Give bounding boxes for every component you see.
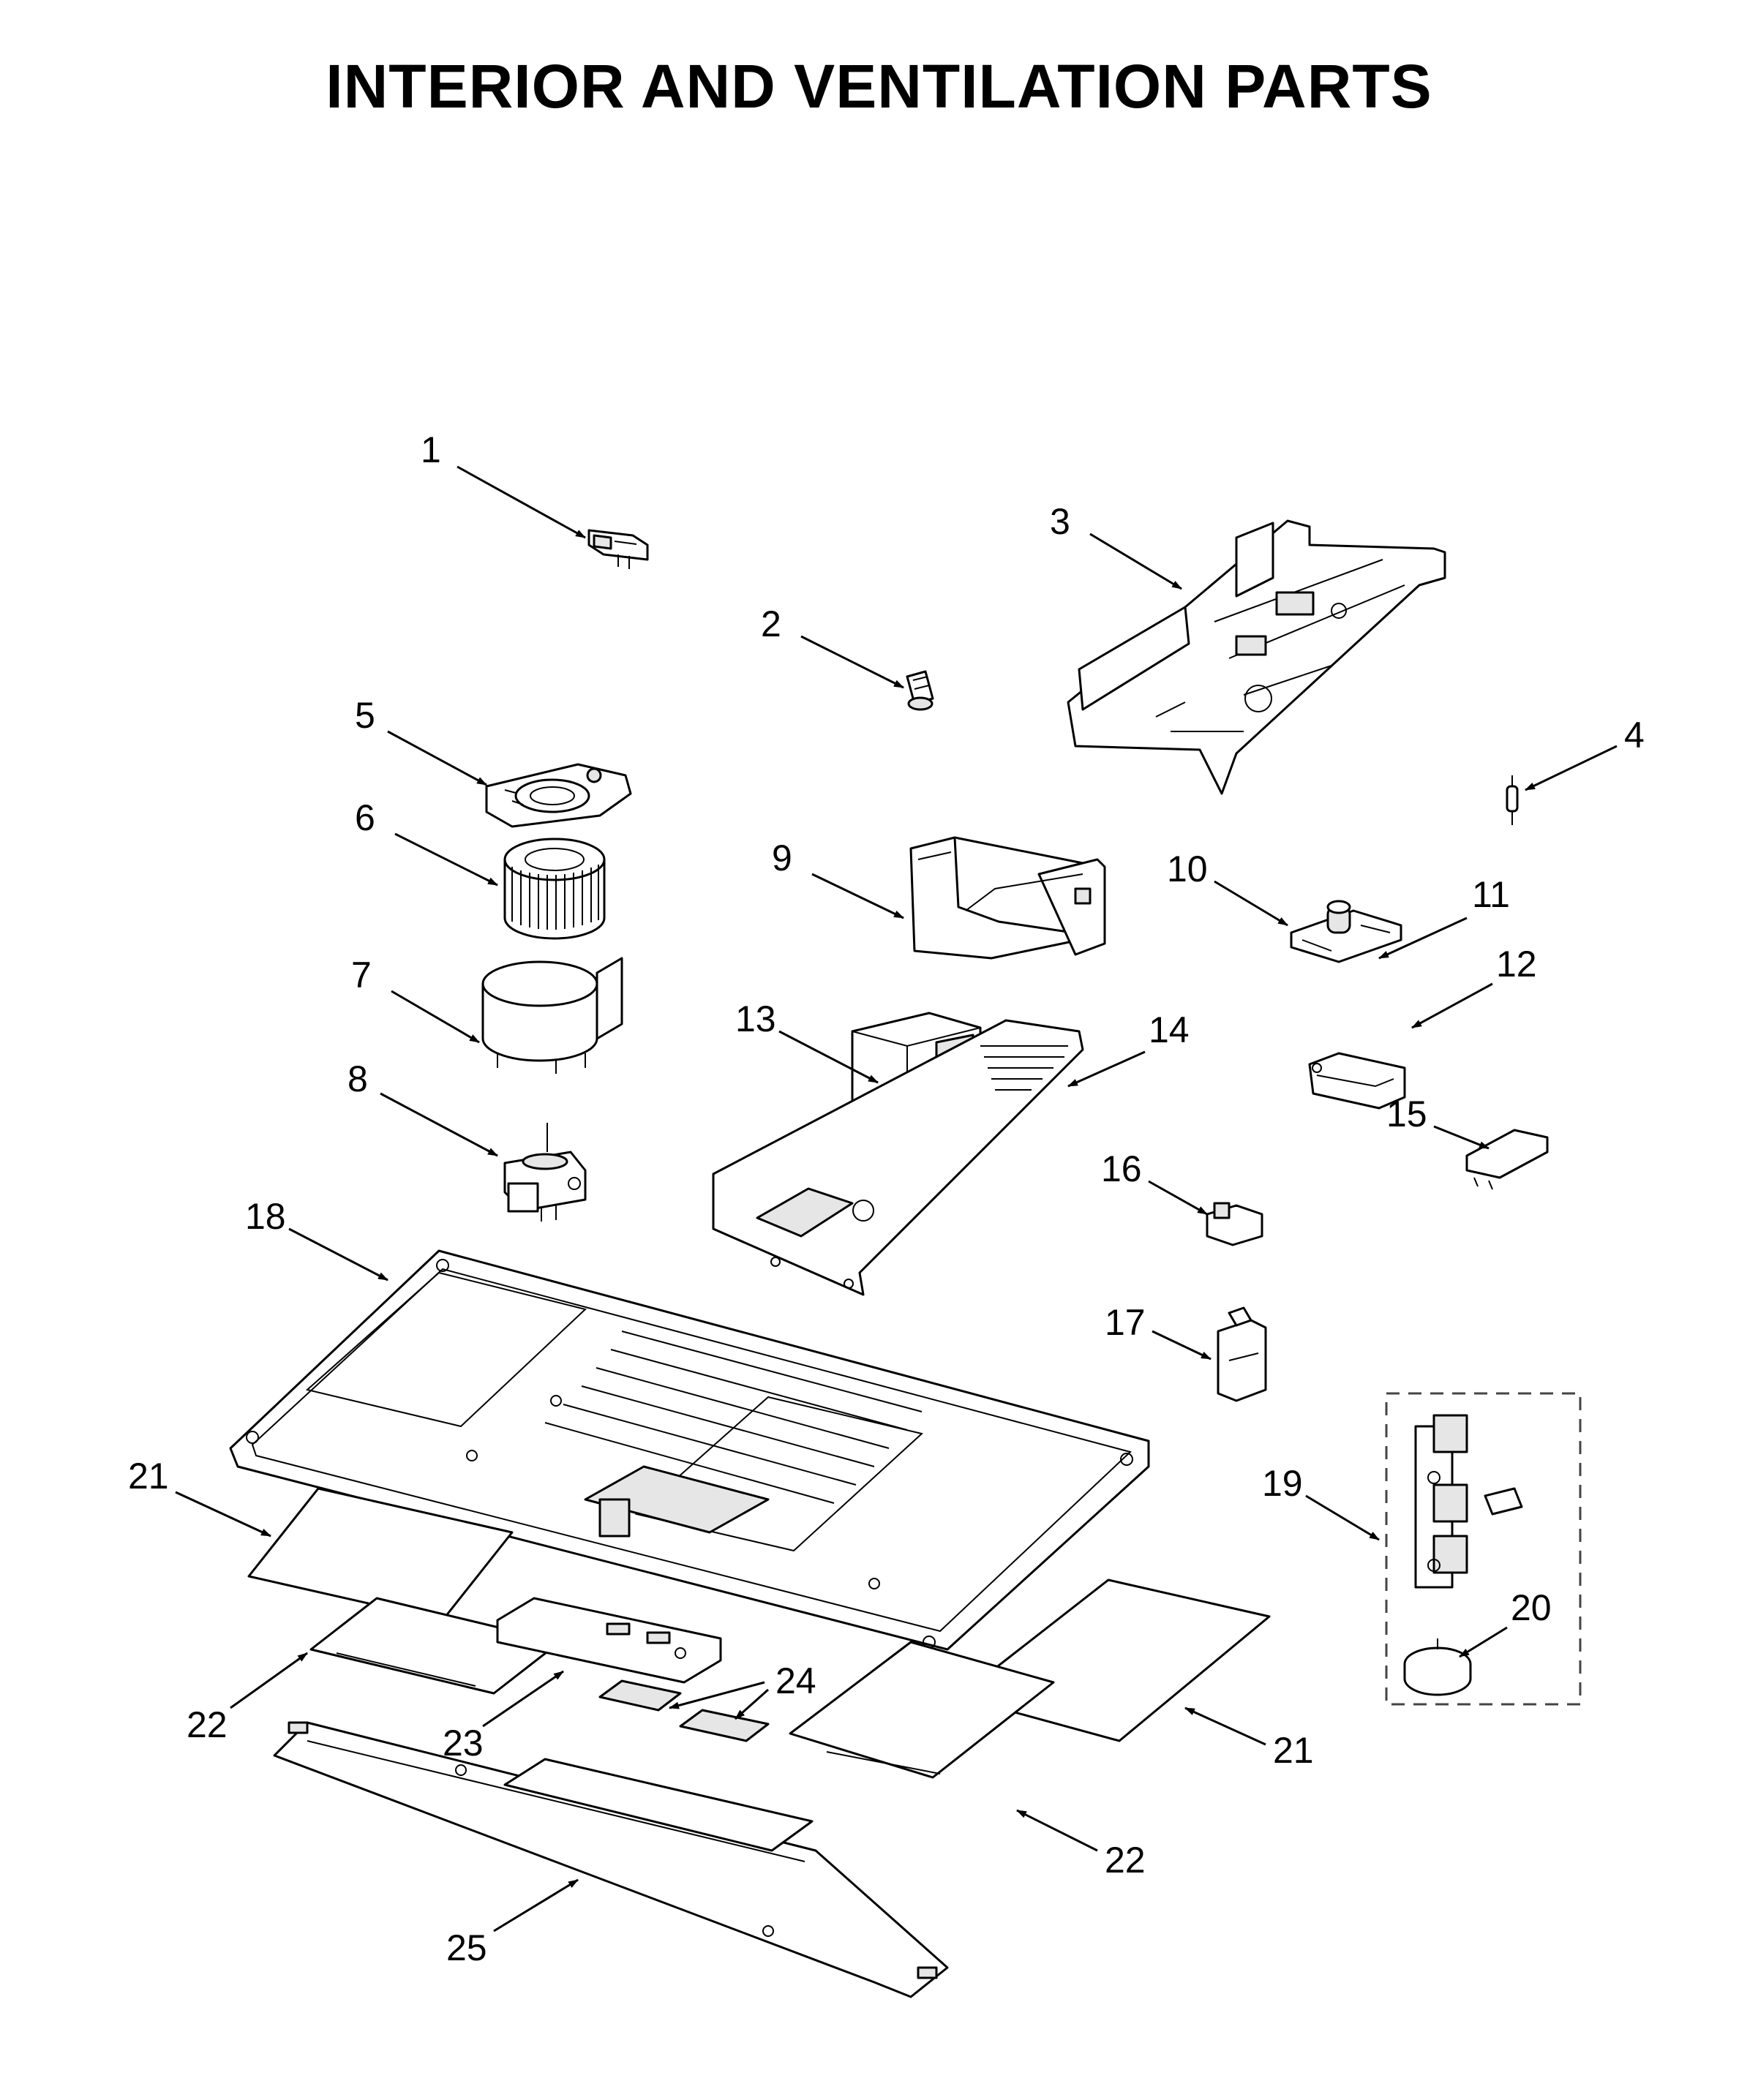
part-7-blower-housing[interactable] <box>481 957 623 1074</box>
part-12-bracket[interactable] <box>1308 1052 1406 1110</box>
callout-25: 25 <box>446 1927 487 1968</box>
part-6-blower-wheel[interactable] <box>503 838 606 940</box>
callout-5: 5 <box>355 695 375 736</box>
part-3-chassis-bracket[interactable] <box>1067 519 1446 795</box>
callout-10: 10 <box>1167 848 1208 889</box>
part-21-filter-right[interactable] <box>957 1578 1271 1742</box>
callout-7: 7 <box>351 955 372 996</box>
part-8-fan-motor[interactable] <box>503 1123 587 1222</box>
part-14-base-plate[interactable] <box>712 1019 1084 1296</box>
callout-24: 24 <box>775 1660 816 1701</box>
callout-18: 18 <box>245 1196 286 1237</box>
part-20-turntable-motor[interactable] <box>1403 1638 1472 1696</box>
part-17-bracket[interactable] <box>1217 1306 1267 1402</box>
callout-13: 13 <box>735 998 776 1039</box>
callout-21-right: 21 <box>1273 1730 1314 1771</box>
callout-20: 20 <box>1511 1587 1552 1628</box>
part-5-fan-cover[interactable] <box>485 763 632 828</box>
callout-12: 12 <box>1496 944 1537 985</box>
part-1-switch[interactable] <box>587 529 649 569</box>
callout-4: 4 <box>1624 715 1645 756</box>
part-4-fuse[interactable] <box>1506 775 1519 825</box>
callout-17: 17 <box>1105 1302 1146 1343</box>
part-10-11-circuit-board[interactable] <box>1290 900 1402 963</box>
part-25-vent-grille[interactable] <box>273 1721 949 1998</box>
callout-23: 23 <box>443 1723 484 1764</box>
callout-labels: 1 2 3 4 5 6 7 8 9 10 11 12 13 14 15 16 1… <box>128 429 1645 1968</box>
part-19-interlock-switches[interactable] <box>1414 1414 1523 1589</box>
callout-3: 3 <box>1050 501 1070 542</box>
callout-15: 15 <box>1386 1094 1427 1134</box>
callout-9: 9 <box>772 838 792 878</box>
part-15-plate[interactable] <box>1465 1129 1549 1190</box>
part-2-thermostat[interactable] <box>906 670 934 711</box>
callout-8: 8 <box>348 1058 368 1099</box>
callout-21-left: 21 <box>128 1456 169 1497</box>
part-18-cavity-plate[interactable] <box>229 1249 1150 1651</box>
part-9-air-duct[interactable] <box>909 836 1106 960</box>
callout-2: 2 <box>761 603 781 644</box>
diagram-title: INTERIOR AND VENTILATION PARTS <box>326 52 1432 121</box>
part-19-20-group-box <box>1385 1392 1582 1706</box>
part-24-lens-covers[interactable] <box>598 1679 770 1742</box>
callout-14: 14 <box>1149 1009 1190 1050</box>
part-16-connector[interactable] <box>1206 1202 1263 1246</box>
callout-1: 1 <box>421 429 441 470</box>
callout-16: 16 <box>1101 1148 1142 1189</box>
leader-lines <box>175 465 1618 1932</box>
part-23-panel[interactable] <box>496 1597 722 1684</box>
part-22-grease-filter-right[interactable] <box>789 1641 1055 1779</box>
callout-22-left: 22 <box>187 1704 228 1745</box>
callout-6: 6 <box>355 797 375 838</box>
callout-22-right: 22 <box>1105 1840 1146 1881</box>
callout-11: 11 <box>1472 874 1510 915</box>
callout-19: 19 <box>1262 1463 1303 1504</box>
